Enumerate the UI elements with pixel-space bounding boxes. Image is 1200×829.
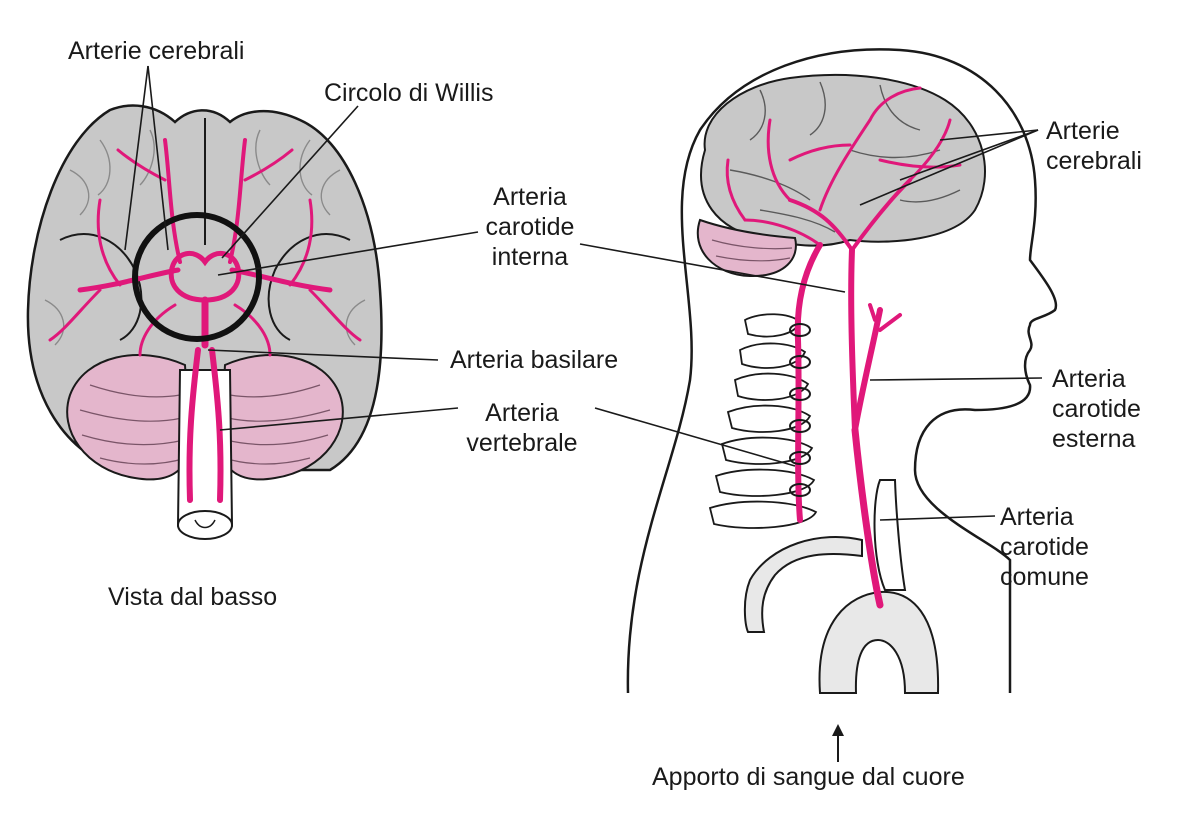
label-bottom-view: Vista dal basso [108,582,277,612]
label-basilar-artery: Arteria basilare [450,345,618,375]
cerebellum-left [67,355,190,479]
label-cerebral-arteries-right: Arterie cerebrali [1046,116,1142,176]
label-vertebral-artery: Arteria vertebrale [452,398,592,458]
label-external-carotid: Arteria carotide esterna [1052,364,1141,454]
label-blood-supply: Apporto di sangue dal cuore [652,762,965,792]
brain-inferior-view [28,106,382,539]
label-cerebral-arteries-left: Arterie cerebrali [68,36,244,66]
head-profile [628,49,1056,762]
label-common-carotid: Arteria carotide comune [1000,502,1089,592]
label-circle-of-willis: Circolo di Willis [324,78,493,108]
spinal-cord-cut [178,511,232,539]
label-internal-carotid: Arteria carotide interna [470,182,590,272]
